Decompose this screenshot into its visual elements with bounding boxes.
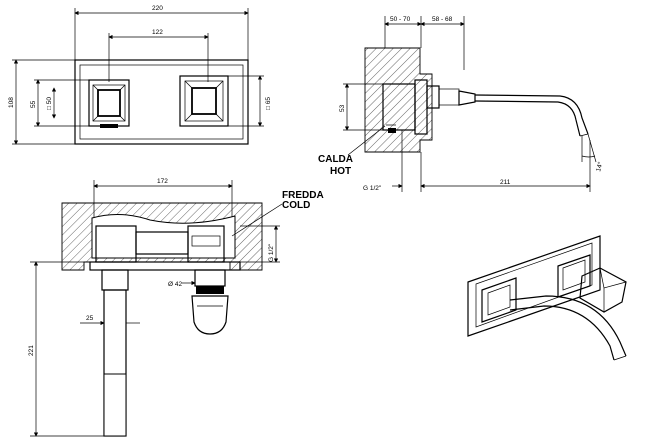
dim-handle-right: □ 65 [265,97,272,110]
right-handle [179,75,229,127]
top-view: 172 G 1/2" Ø 42 25 22 [28,178,324,437]
dim-depth: 221 [28,345,35,356]
dim-spout: 211 [500,179,511,186]
dim-handle: 55 [30,100,37,108]
plate-perspective [467,235,601,337]
spout-perspective [509,295,627,357]
dim-height: 108 [8,97,15,108]
label-hot-en: HOT [330,166,351,177]
label-cold-en: COLD [282,200,310,211]
dim-tube: 25 [86,315,94,322]
dim-depth-a: 50 - 70 [390,16,411,23]
dim-length: 172 [157,178,168,185]
wall-section [364,47,433,153]
handle-plan [191,295,229,335]
dim-angle: 14° [594,161,604,173]
label-hot-it: CALDA [318,154,353,165]
dim-thread-side: G 1/2" [363,185,382,192]
dim-thread-top: G 1/2" [268,243,275,262]
dim-depth-b: 58 - 68 [432,16,453,23]
dim-side-height: 53 [339,104,346,112]
dim-width: 220 [152,5,163,12]
spout [474,94,589,135]
dim-handle-inner: □ 50 [46,97,53,110]
side-view: 50 - 70 58 - 68 53 211 G 1/2" 14° [318,16,605,192]
dim-spacing: 122 [152,29,163,36]
wall-plate [74,59,249,145]
dim-diameter: Ø 42 [168,281,182,288]
perspective-view [467,235,627,361]
label-cold-it: FREDDA [282,190,324,201]
front-view: 220 122 108 55 □ [8,5,272,145]
